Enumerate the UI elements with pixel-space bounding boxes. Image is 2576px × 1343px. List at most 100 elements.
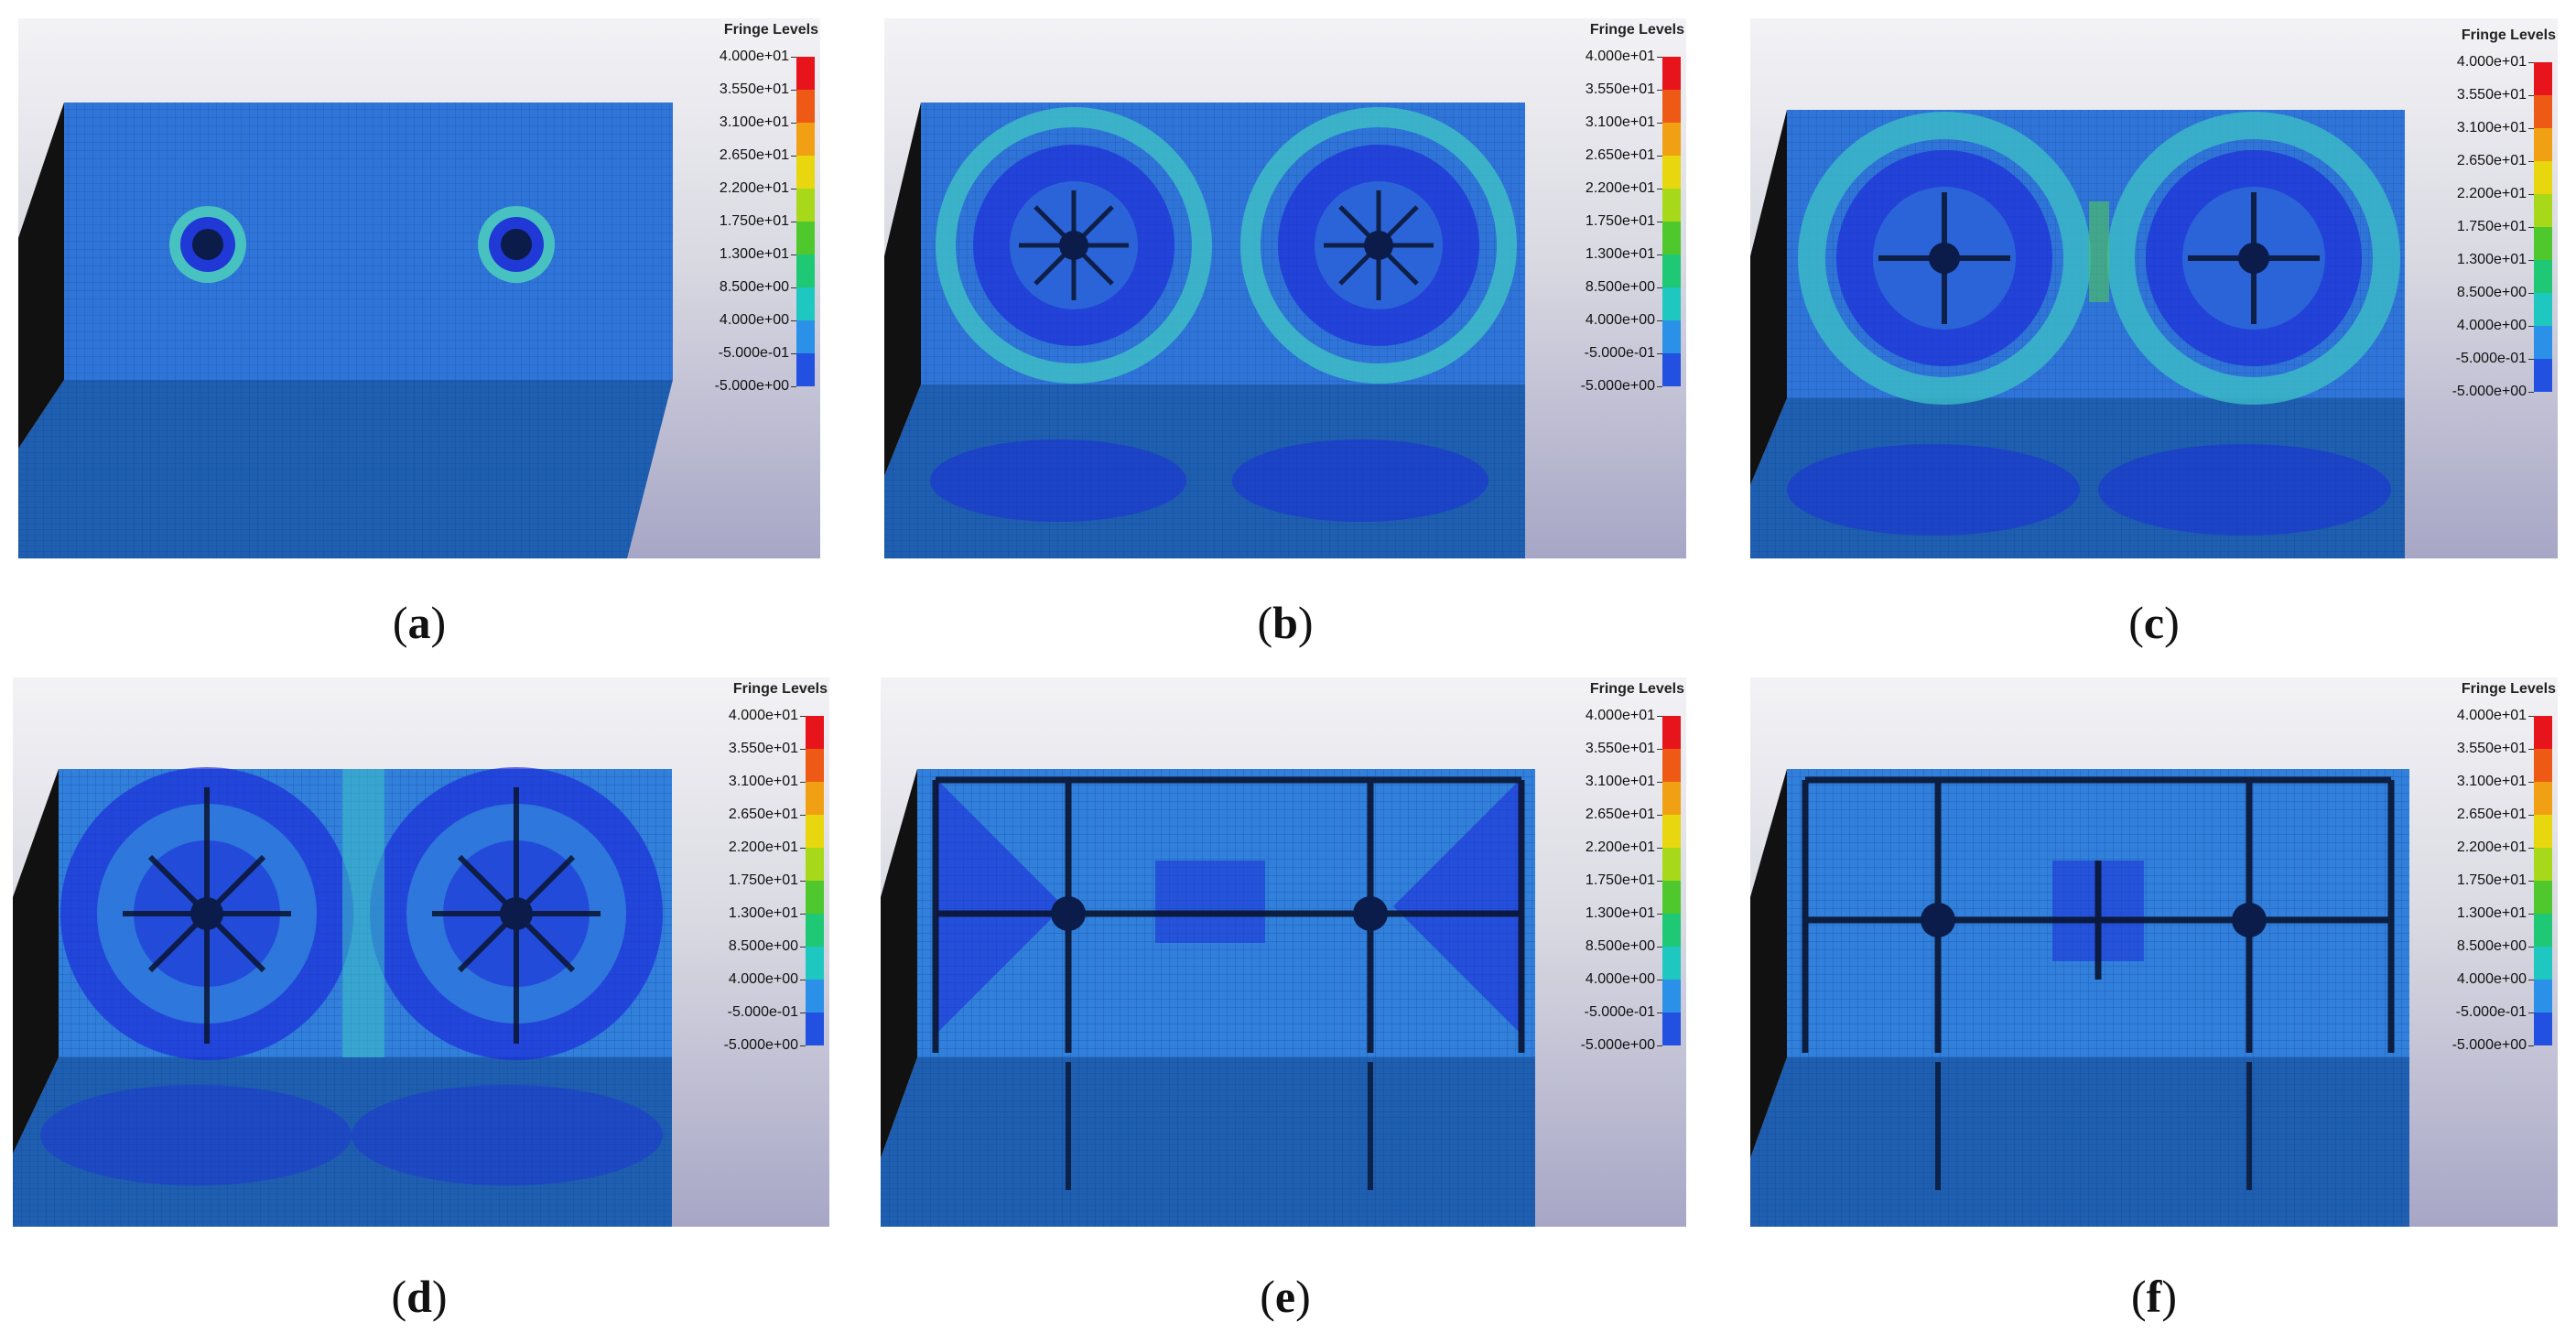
legend-level-label: 2.200e+01 — [2456, 839, 2527, 855]
legend-level-label: 8.500e+00 — [2456, 285, 2527, 300]
legend-tick — [2528, 62, 2534, 63]
legend-level-label: 2.200e+01 — [1585, 180, 1655, 196]
legend-color-band — [1662, 222, 1681, 255]
legend-color-band — [2534, 359, 2552, 392]
legend-color-band — [806, 980, 824, 1013]
legend-color-band — [1662, 287, 1681, 320]
legend-color-band — [2534, 881, 2552, 914]
legend-color-band — [2534, 62, 2552, 95]
legend-tick — [800, 749, 806, 750]
legend-level-label: 3.100e+01 — [719, 114, 789, 130]
legend-color-band — [2534, 980, 2552, 1013]
paren-open: ( — [2131, 1271, 2147, 1322]
legend-level-label: 3.100e+01 — [1585, 114, 1655, 130]
legend-tick — [2528, 914, 2534, 915]
legend-level-label: 3.100e+01 — [728, 774, 798, 789]
legend-level-label: -5.000e+00 — [723, 1037, 798, 1053]
legend-tick — [800, 914, 806, 915]
legend-color-band — [2534, 326, 2552, 359]
mesh-scene-a — [18, 103, 673, 558]
legend-tick — [1657, 881, 1662, 882]
caption-b: (b) — [1194, 597, 1377, 648]
legend-level-label: 4.000e+01 — [728, 708, 798, 723]
mesh-scene-c — [1750, 110, 2405, 558]
legend-level-label: 2.650e+01 — [2456, 807, 2527, 822]
legend-tick — [1657, 90, 1662, 91]
legend-level-label: 2.650e+01 — [728, 807, 798, 822]
legend-color-band — [1662, 123, 1681, 156]
legend-tick — [2528, 782, 2534, 783]
paren-open: ( — [391, 1271, 407, 1322]
legend-color-band — [1662, 156, 1681, 189]
legend-title: Fringe Levels — [723, 22, 818, 38]
legend-level-label: 1.300e+01 — [2456, 905, 2527, 921]
legend-level-label: -5.000e-01 — [718, 345, 789, 361]
legend-color-band — [2534, 1013, 2552, 1045]
legend-tick — [1657, 848, 1662, 849]
paren-close: ) — [2161, 1271, 2177, 1322]
legend-color-band — [796, 123, 815, 156]
legend-tick — [1657, 815, 1662, 816]
legend-color-band — [2534, 260, 2552, 293]
caption-letter-c: c — [2143, 597, 2165, 648]
legend-color-band — [1662, 881, 1681, 914]
legend-tick — [1657, 782, 1662, 783]
legend-color-band — [796, 189, 815, 222]
paren-open: ( — [392, 597, 408, 648]
legend-level-label: 3.550e+01 — [1585, 81, 1655, 97]
legend-tick — [1657, 156, 1662, 157]
legend-level-label: 2.200e+01 — [728, 839, 798, 855]
legend-level-label: -5.000e+00 — [714, 378, 789, 394]
legend-title: Fringe Levels — [1589, 22, 1684, 38]
legend-color-band — [1662, 57, 1681, 90]
legend-color-band — [1662, 716, 1681, 749]
legend-tick — [2528, 392, 2534, 393]
legend-level-label: 8.500e+00 — [1585, 938, 1655, 954]
legend-tick — [2528, 95, 2534, 96]
legend-color-band — [1662, 848, 1681, 881]
legend-color-band — [796, 156, 815, 189]
legend-tick — [791, 320, 796, 321]
legend-level-label: 3.100e+01 — [2456, 774, 2527, 789]
legend-level-label: 1.750e+01 — [719, 213, 789, 229]
legend-tick — [2528, 815, 2534, 816]
legend-tick — [2528, 128, 2534, 129]
legend-level-label: -5.000e-01 — [2455, 351, 2527, 366]
legend-color-band — [1662, 815, 1681, 848]
legend-level-label: 3.100e+01 — [1585, 774, 1655, 789]
legend-tick — [800, 782, 806, 783]
legend-level-label: 2.650e+01 — [1585, 147, 1655, 163]
legend-tick — [2528, 881, 2534, 882]
legend-level-label: 4.000e+00 — [728, 971, 798, 987]
legend-tick — [800, 815, 806, 816]
legend-tick — [800, 881, 806, 882]
legend-tick — [2528, 194, 2534, 195]
caption-letter-e: e — [1274, 1271, 1296, 1322]
legend-tick — [791, 386, 796, 387]
legend-level-label: 3.550e+01 — [2456, 87, 2527, 103]
legend-color-band — [2534, 293, 2552, 326]
legend-color-band — [796, 320, 815, 353]
legend-level-label: 1.300e+01 — [719, 246, 789, 262]
legend-level-label: 8.500e+00 — [728, 938, 798, 954]
legend-level-label: -5.000e-01 — [2455, 1004, 2527, 1020]
legend-color-band — [2534, 782, 2552, 815]
legend-color-band — [2534, 95, 2552, 128]
legend-color-band — [806, 914, 824, 947]
legend-tick — [791, 353, 796, 354]
legend-level-label: 3.550e+01 — [728, 741, 798, 756]
legend-level-label: 1.750e+01 — [1585, 213, 1655, 229]
legend-color-band — [806, 716, 824, 749]
legend-color-band — [796, 353, 815, 386]
legend-level-label: 8.500e+00 — [719, 279, 789, 295]
legend-color-band — [796, 57, 815, 90]
legend-tick — [2528, 293, 2534, 294]
caption-letter-f: f — [2146, 1271, 2162, 1322]
legend-title: Fringe Levels — [2461, 27, 2556, 43]
legend-title: Fringe Levels — [2461, 681, 2556, 697]
